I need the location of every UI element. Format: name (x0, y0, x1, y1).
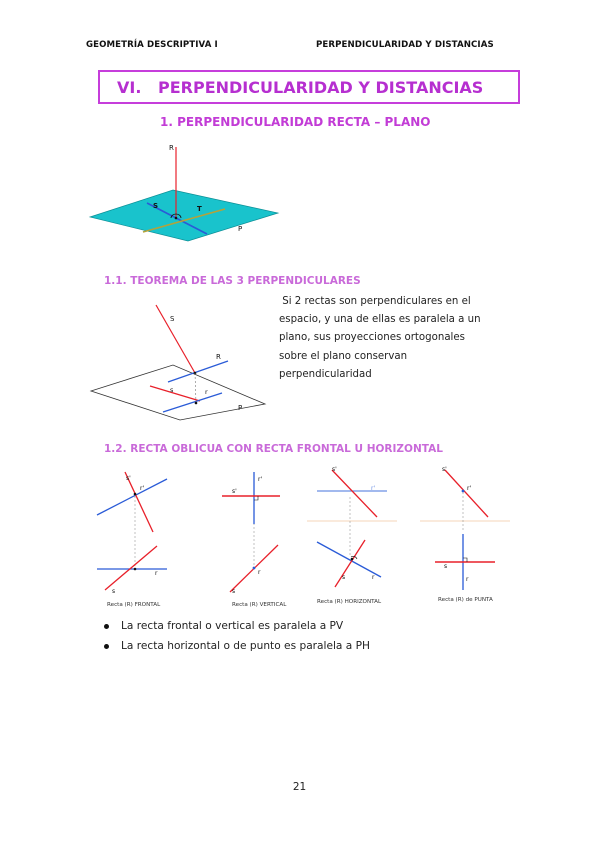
chapter-title: PERPENDICULARIDAD Y DISTANCIAS (158, 78, 484, 97)
caption-vertical: Recta (R) VERTICAL (232, 602, 287, 608)
label: s' (442, 466, 447, 473)
caption-horizontal: Recta (R) HORIZONTAL (317, 599, 382, 605)
label: s (112, 588, 115, 595)
label: r' (140, 485, 144, 492)
label: s' (126, 475, 131, 482)
label: r' (258, 476, 262, 483)
header-right: PERPENDICULARIDAD Y DISTANCIAS (316, 40, 494, 50)
label: r (258, 569, 261, 576)
bullet-text: La recta frontal o vertical es paralela … (121, 620, 344, 632)
figure-three-perpendiculars: S R s r P (89, 304, 267, 421)
label: s (232, 588, 235, 595)
paragraph-line: perpendicularidad (279, 368, 372, 380)
label: s (444, 563, 447, 570)
list-item: La recta frontal o vertical es paralela … (104, 616, 370, 636)
label-r-upper: R (216, 353, 221, 361)
theorem-paragraph: Si 2 rectas son perpendiculares en el es… (279, 293, 519, 384)
section-1-1-heading: 1.1. TEOREMA DE LAS 3 PERPENDICULARES (104, 275, 361, 287)
line-s-upper (155, 304, 196, 374)
label: r' (371, 485, 375, 492)
label-r-proj: r (205, 388, 208, 396)
title-box (98, 70, 520, 104)
paragraph-line: plano, sus proyecciones ortogonales (279, 332, 465, 344)
plane-outline (89, 364, 267, 421)
bullet-list: La recta frontal o vertical es paralela … (104, 616, 370, 656)
section-1-2-heading: 1.2. RECTA OBLICUA CON RECTA FRONTAL U H… (104, 443, 443, 455)
label-s-proj: s (170, 386, 174, 394)
label-p: P (238, 225, 242, 233)
bullet-text: La recta horizontal o de punto es parale… (121, 640, 371, 652)
label: s (342, 574, 345, 581)
paragraph-line: sobre el plano conservan (279, 350, 408, 362)
header-left: GEOMETRÍA DESCRIPTIVA I (86, 40, 218, 50)
line-r-upper (167, 360, 229, 383)
line-r-projection (162, 392, 223, 413)
figure-perpendicular-line-plane: R S T P (88, 144, 280, 242)
label: s' (332, 466, 337, 473)
label-plane: P (238, 404, 242, 412)
list-item: La recta horizontal o de punto es parale… (104, 636, 370, 656)
figure-vertical-line: s' r' s r Recta (R) VERTICAL (222, 472, 287, 608)
label: s' (232, 488, 237, 495)
paragraph-line: Si 2 rectas son perpendiculares en el (279, 296, 471, 307)
label: r (466, 576, 469, 583)
label-s: S (153, 202, 158, 210)
label: r (372, 574, 375, 581)
figure-horizontal-line: s' r' s r Recta (R) HORIZONTAL (307, 466, 397, 605)
section-1-heading: 1. PERPENDICULARIDAD RECTA – PLANO (160, 115, 431, 129)
figure-punta-line: s' r' s r Recta (R) de PUNTA (420, 466, 510, 603)
label: r' (467, 485, 471, 492)
label: r (155, 570, 158, 577)
chapter-number: VI. (117, 78, 142, 97)
line-t (142, 208, 226, 233)
bullet-dot-icon (104, 623, 109, 629)
figure-frontal-line: s' r' s r Recta (R) FRONTAL (96, 471, 168, 608)
label-r: R (169, 144, 174, 152)
plane-p (88, 189, 280, 242)
caption-punta: Recta (R) de PUNTA (438, 597, 493, 603)
label-s-upper: S (170, 315, 175, 323)
label-t: T (197, 205, 202, 213)
line-s-projection (149, 385, 201, 402)
caption-frontal: Recta (R) FRONTAL (107, 602, 161, 608)
page-number: 21 (292, 781, 307, 793)
bullet-dot-icon (104, 643, 109, 649)
paragraph-line: espacio, y una de ellas es paralela a un (279, 314, 481, 326)
